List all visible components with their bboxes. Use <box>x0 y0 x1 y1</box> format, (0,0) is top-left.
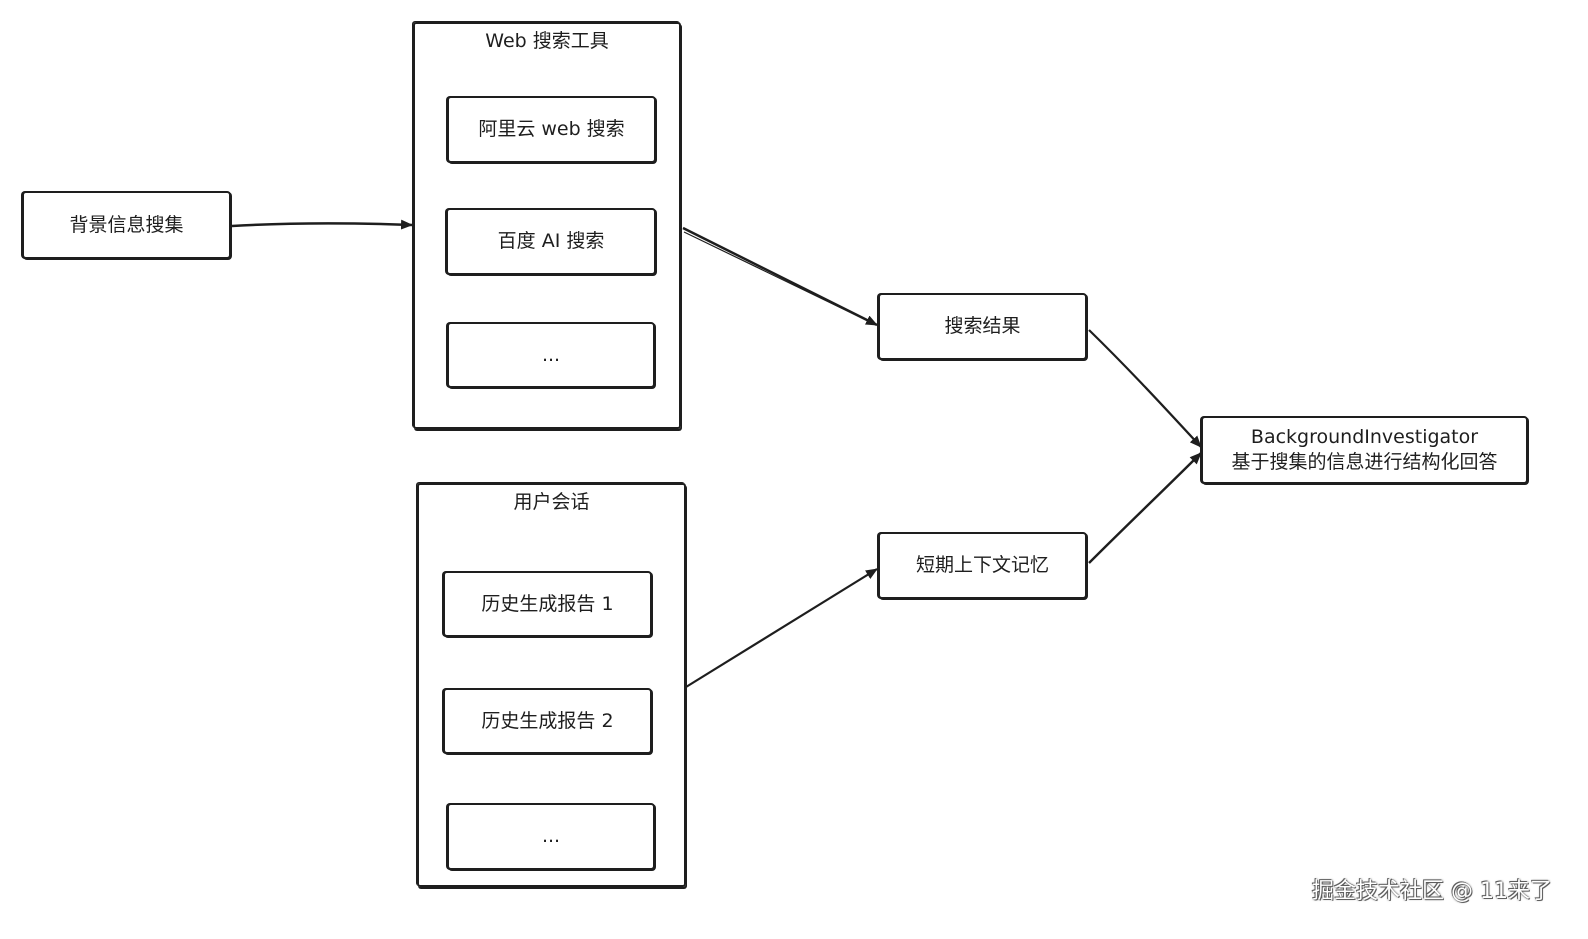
background-investigator-node: BackgroundInvestigator 基于搜集的信息进行结构化回答 <box>1201 416 1528 484</box>
web-search-tools-group: Web 搜索工具 <box>413 22 681 429</box>
arrow-web-tools-to-results <box>682 226 878 327</box>
arrow-results-to-investigator <box>1088 329 1202 448</box>
watermark: 掘金技术社区 @ 11来了 <box>1312 879 1552 904</box>
background-search-node: 背景信息搜集 <box>22 191 231 259</box>
search-results-node: 搜索结果 <box>878 293 1087 360</box>
baidu-ai-search-label: 百度 AI 搜索 <box>497 230 605 253</box>
user-session-title: 用户会话 <box>513 491 590 513</box>
history-report-2-label: 历史生成报告 2 <box>481 709 614 732</box>
aliyun-web-search-label: 阿里云 web 搜索 <box>478 118 625 141</box>
baidu-ai-search-node: 百度 AI 搜索 <box>446 208 656 275</box>
investigator-title: BackgroundInvestigator <box>1250 426 1479 449</box>
history-report-1-label: 历史生成报告 1 <box>481 592 614 615</box>
short-term-memory-node: 短期上下文记忆 <box>878 532 1087 599</box>
arrow-web-tools-to-results-sketch <box>683 231 871 323</box>
background-search-label: 背景信息搜集 <box>69 213 184 236</box>
short-term-memory-label: 短期上下文记忆 <box>915 554 1049 577</box>
arrow-memory-to-investigator <box>1088 452 1202 564</box>
user-session-more-label: ... <box>541 825 561 848</box>
search-results-label: 搜索结果 <box>944 315 1021 338</box>
user-session-more-node: ... <box>447 803 655 870</box>
web-search-tools-title: Web 搜索工具 <box>485 30 609 52</box>
web-tools-more-node: ... <box>447 322 655 388</box>
investigator-description: 基于搜集的信息进行结构化回答 <box>1231 451 1498 473</box>
user-session-group: 用户会话 <box>417 483 686 887</box>
aliyun-web-search-node: 阿里云 web 搜索 <box>447 96 656 163</box>
history-report-2-node: 历史生成报告 2 <box>443 688 652 754</box>
arrow-session-to-memory <box>685 568 878 688</box>
web-tools-more-label: ... <box>541 343 561 366</box>
arrow-bg-to-web-tools <box>231 219 413 230</box>
history-report-1-node: 历史生成报告 1 <box>443 571 652 637</box>
